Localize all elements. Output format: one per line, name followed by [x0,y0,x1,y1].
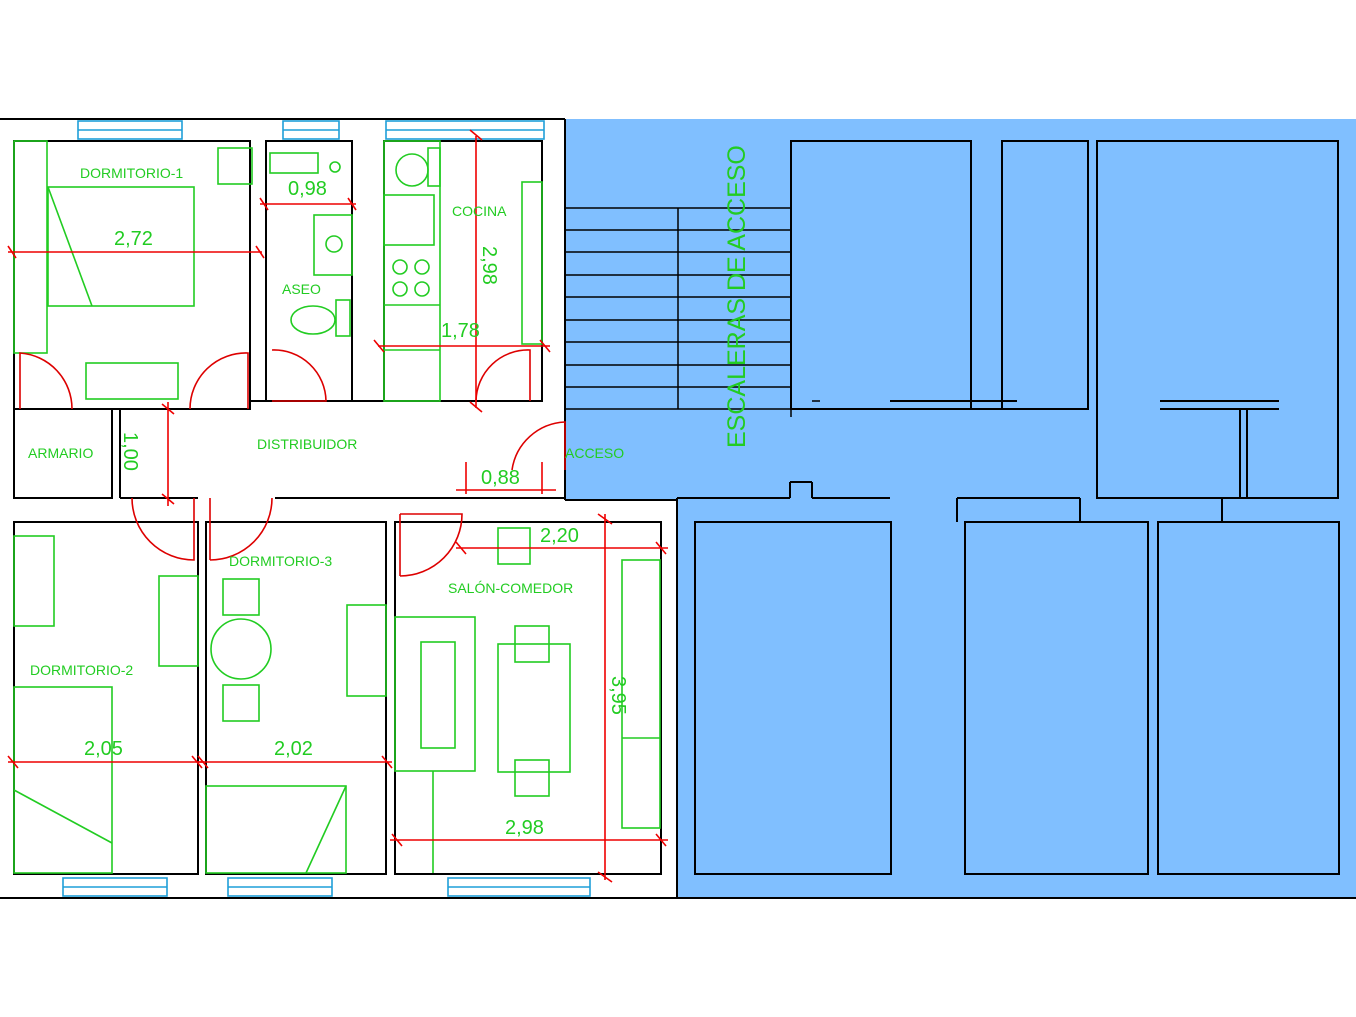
nightstand-dormitorio-1 [217,147,253,185]
neighbour-walls [676,140,1356,899]
staircase [565,141,820,417]
label-armario: ARMARIO [28,445,93,461]
dim-cocina-width: 1,78 [441,320,480,342]
common-area [565,119,1356,899]
bed-dormitorio-2 [13,686,113,874]
counter-cocina [383,140,441,402]
dimension-labels: 2,72 0,98 2,98 1,78 1,00 0,88 2,20 3,95 … [84,178,629,839]
dim-aseo-width: 0,98 [288,178,327,200]
dim-dormitorio-1-width: 2,72 [114,228,153,250]
shower-aseo [269,152,319,174]
dim-dormitorio-2-width: 2,05 [84,738,123,760]
label-aseo: ASEO [282,281,321,297]
label-dormitorio-1: DORMITORIO-1 [80,165,183,181]
wardrobe-dormitorio-3 [346,604,387,697]
desk-dormitorio-1 [85,362,179,400]
sink-cocina [395,153,429,187]
dim-salon-depth: 3,95 [607,676,629,715]
wardrobe-dormitorio-1 [13,140,48,354]
label-escaleras: ESCALERAS DE ACCESO [723,145,751,448]
dim-dormitorio-3-width: 2,02 [274,738,313,760]
wardrobe-dormitorio-2 [158,575,199,667]
label-distribuidor: DISTRIBUIDOR [257,436,357,452]
label-acceso: ACCESO [565,445,624,461]
sofa-salon [394,616,476,772]
room-labels: DORMITORIO-1 ASEO COCINA ARMARIO DISTRIB… [28,145,751,678]
label-dormitorio-2: DORMITORIO-2 [30,662,133,678]
desk-dormitorio-2 [13,535,55,627]
chair-salon-top [514,625,550,663]
table-salon [497,643,571,773]
label-cocina: COCINA [452,203,507,219]
sink-aseo [313,214,353,276]
label-dormitorio-3: DORMITORIO-3 [229,553,332,569]
toilet-tank-aseo [335,299,351,337]
label-salon-comedor: SALÓN-COMEDOR [448,580,573,596]
dim-salon-width: 2,98 [505,817,544,839]
bed-dormitorio-1 [47,186,195,307]
bed-dormitorio-3 [205,785,347,874]
dim-salon-width-top: 2,20 [540,525,579,547]
sideboard-salon [621,559,661,829]
chair-dormitorio-3-bottom [222,684,260,722]
chair-salon-bottom [514,759,550,797]
doors [19,349,566,577]
dim-acceso-width: 0,88 [481,467,520,489]
table-dormitorio-3 [210,618,272,680]
chair-dormitorio-3-top [222,578,260,616]
dim-cocina-depth: 2,98 [478,246,500,285]
fridge-cocina [383,194,435,246]
common-area-upper [565,119,1356,500]
windows [62,120,591,897]
dim-distribuidor-width: 1,00 [119,432,141,471]
common-area-lower [677,498,1356,899]
cabinet-salon [497,527,531,565]
furniture [13,140,661,874]
toilet-aseo [290,305,336,335]
dimension-lines [7,129,668,883]
